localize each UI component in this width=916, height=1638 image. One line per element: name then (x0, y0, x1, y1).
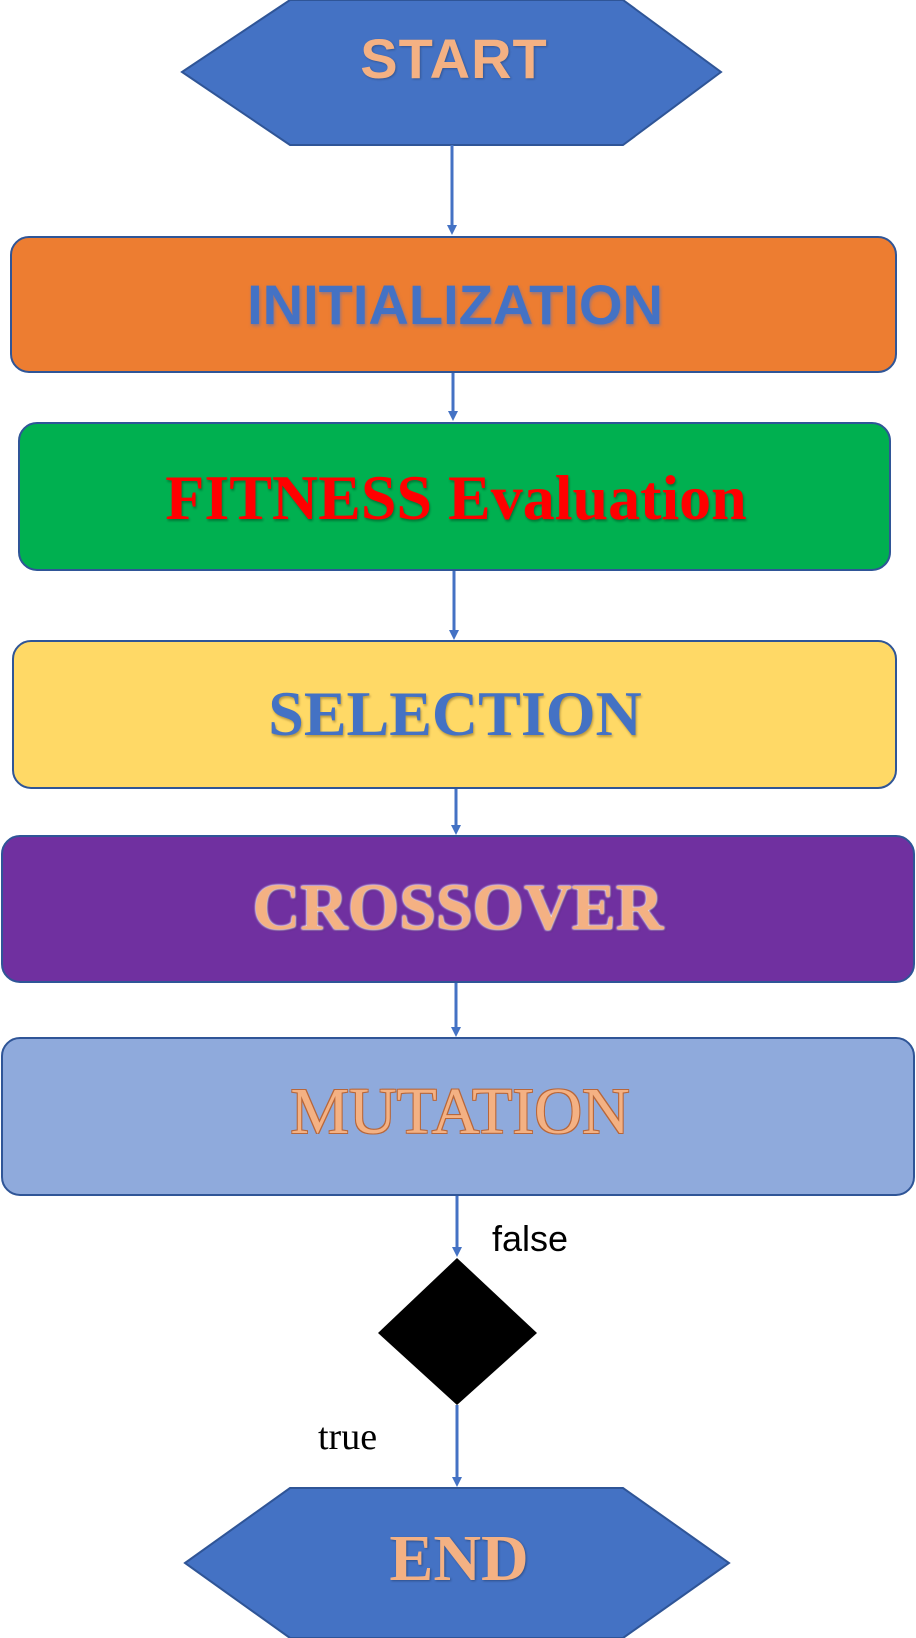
step-box-mutation (1, 1037, 915, 1196)
crossover-label: CROSSOVER (252, 871, 664, 944)
false-branch-label: false (492, 1218, 569, 1259)
termination-decision-diamond (378, 1258, 537, 1405)
end-terminal (183, 1487, 731, 1638)
start-label: START (360, 27, 548, 90)
fitness-evaluation-label: FITNESS Evaluation (165, 462, 747, 533)
true-branch-label: true (318, 1416, 378, 1458)
selection-label: SELECTION (268, 678, 642, 749)
start-terminal (180, 0, 723, 146)
step-box-crossover (1, 835, 915, 983)
step-box-fitness (18, 422, 891, 571)
step-box-initialization (10, 236, 897, 373)
mutation-label: MUTATION (290, 1075, 630, 1148)
step-box-selection (12, 640, 897, 789)
end-label: END (389, 1522, 529, 1595)
initialization-label: INITIALIZATION (247, 273, 663, 336)
flow-arrows (447, 145, 462, 1487)
